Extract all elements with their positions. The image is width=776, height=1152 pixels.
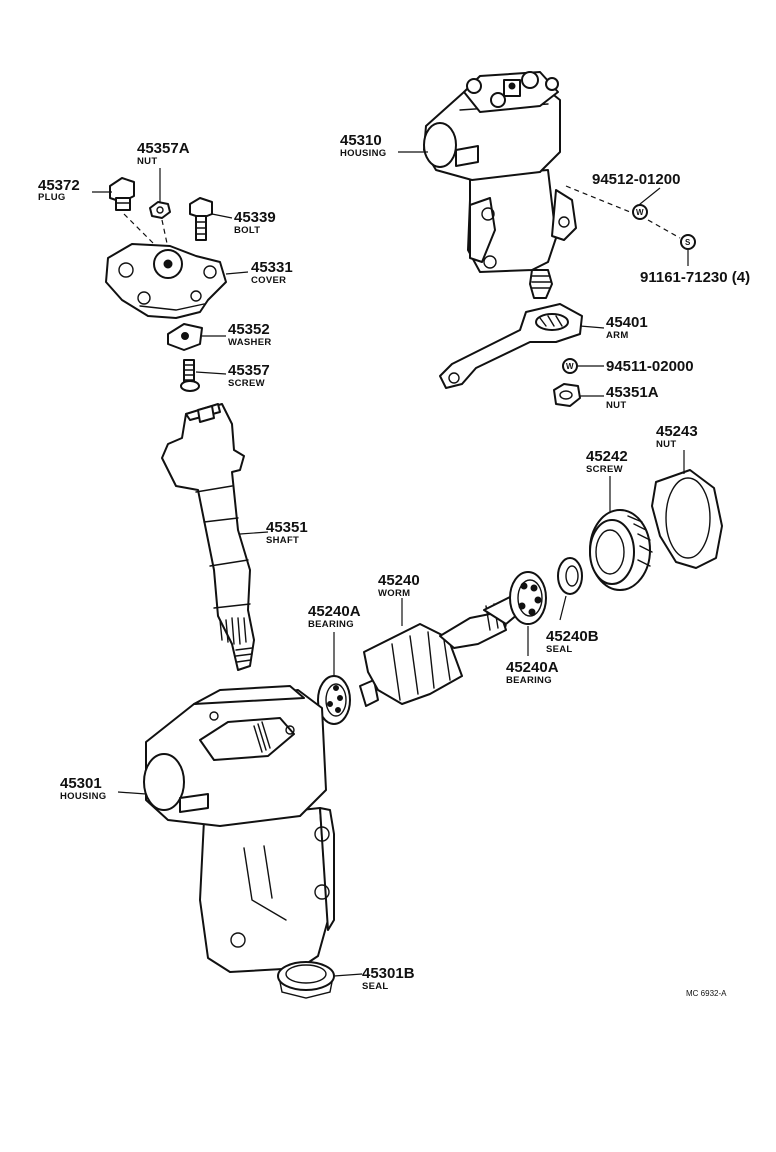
worm-45240-drawing: [359, 595, 519, 707]
nut-45357A-drawing: [149, 201, 171, 219]
nut-45243-drawing: [651, 469, 723, 569]
label-45331: 45331 COVER: [251, 259, 293, 286]
svg-text:94512-01200: 94512-01200: [592, 171, 680, 188]
label-94512: 94512-01200: [592, 171, 680, 188]
nut-45351A-drawing: [553, 383, 581, 407]
label-45310: 45310 HOUSING: [340, 132, 386, 159]
svg-text:45331: 45331: [251, 259, 293, 276]
svg-text:45240A: 45240A: [308, 603, 361, 620]
label-91161: 91161-71230 (4): [640, 269, 750, 286]
svg-text:91161-71230 (4): 91161-71230 (4): [640, 269, 750, 286]
svg-text:WASHER: WASHER: [228, 337, 272, 348]
svg-text:HOUSING: HOUSING: [340, 148, 386, 159]
svg-text:45351: 45351: [266, 519, 308, 536]
svg-text:SEAL: SEAL: [546, 644, 573, 655]
cover-45331-drawing: [105, 243, 227, 319]
screw-45242-drawing: [589, 509, 653, 591]
label-45240B: 45240B SEAL: [546, 628, 599, 655]
washer-45352-drawing: [167, 323, 203, 351]
svg-text:45357: 45357: [228, 362, 270, 379]
plug-45372-drawing: [109, 177, 135, 211]
assembly-dashline-nut: [161, 219, 169, 249]
label-45357: 45357 SCREW: [228, 362, 270, 389]
label-45357A: 45357A NUT: [137, 140, 190, 167]
svg-text:BOLT: BOLT: [234, 225, 260, 236]
svg-text:45351A: 45351A: [606, 384, 659, 401]
svg-text:S: S: [685, 238, 691, 247]
label-45339: 45339 BOLT: [234, 209, 276, 236]
svg-text:NUT: NUT: [137, 156, 157, 167]
svg-text:HOUSING: HOUSING: [60, 791, 106, 802]
svg-text:BEARING: BEARING: [506, 675, 552, 686]
svg-text:45301: 45301: [60, 775, 102, 792]
svg-text:45372: 45372: [38, 177, 80, 194]
label-45240A-right: 45240A BEARING: [506, 659, 559, 686]
label-45352: 45352 WASHER: [228, 321, 272, 348]
drawing-code: MC 6932-A: [686, 989, 727, 998]
washer-symbol-94511: W: [562, 358, 578, 374]
svg-text:ARM: ARM: [606, 330, 629, 341]
svg-text:45301B: 45301B: [362, 965, 415, 982]
arm-45401-drawing: [439, 303, 583, 389]
bearing-45240A-right-drawing: [509, 571, 547, 625]
svg-text:45401: 45401: [606, 314, 648, 331]
label-45240A-left: 45240A BEARING: [308, 603, 361, 630]
svg-text:45240B: 45240B: [546, 628, 599, 645]
housing-45301-drawing: [143, 685, 335, 973]
svg-text:45240A: 45240A: [506, 659, 559, 676]
svg-text:PLUG: PLUG: [38, 192, 66, 203]
svg-text:45352: 45352: [228, 321, 270, 338]
label-45240: 45240 WORM: [378, 572, 420, 599]
label-45351: 45351 SHAFT: [266, 519, 308, 546]
label-45351A: 45351A NUT: [606, 384, 659, 411]
seal-45240B-drawing: [557, 557, 583, 595]
svg-text:94511-02000: 94511-02000: [606, 358, 694, 375]
svg-text:45240: 45240: [378, 572, 420, 589]
svg-text:45243: 45243: [656, 423, 698, 440]
label-45243: 45243 NUT: [656, 423, 698, 450]
svg-text:W: W: [636, 208, 644, 217]
label-94511: 94511-02000: [606, 358, 694, 375]
seal-45301B-drawing: [277, 961, 335, 999]
svg-text:W: W: [566, 362, 574, 371]
svg-text:WORM: WORM: [378, 588, 410, 599]
svg-text:SCREW: SCREW: [228, 378, 265, 389]
label-45372: 45372 PLUG: [38, 177, 80, 203]
svg-text:45310: 45310: [340, 132, 382, 149]
label-45401: 45401 ARM: [606, 314, 648, 341]
assembly-dashline-bolt: [647, 219, 681, 239]
svg-text:BEARING: BEARING: [308, 619, 354, 630]
svg-text:NUT: NUT: [656, 439, 676, 450]
screw-45357-drawing: [180, 359, 200, 392]
housing-45310-drawing: [423, 71, 577, 299]
assembly-dashline-washer: [565, 185, 631, 213]
label-45242: 45242 SCREW: [586, 448, 628, 475]
svg-text:SHAFT: SHAFT: [266, 535, 299, 546]
svg-text:COVER: COVER: [251, 275, 286, 286]
svg-text:45357A: 45357A: [137, 140, 190, 157]
shaft-45351-drawing: [161, 403, 255, 671]
washer-symbol-94512: W: [632, 204, 648, 220]
label-45301: 45301 HOUSING: [60, 775, 106, 802]
leader-lines: [92, 151, 689, 977]
label-45301B: 45301B SEAL: [362, 965, 415, 992]
svg-text:SCREW: SCREW: [586, 464, 623, 475]
svg-text:NUT: NUT: [606, 400, 626, 411]
bolt-45339-drawing: [189, 197, 213, 241]
bearing-45240A-left-drawing: [317, 675, 351, 725]
svg-text:SEAL: SEAL: [362, 981, 389, 992]
bolt-symbol-91161: S: [680, 234, 696, 250]
svg-text:45242: 45242: [586, 448, 628, 465]
svg-text:45339: 45339: [234, 209, 276, 226]
